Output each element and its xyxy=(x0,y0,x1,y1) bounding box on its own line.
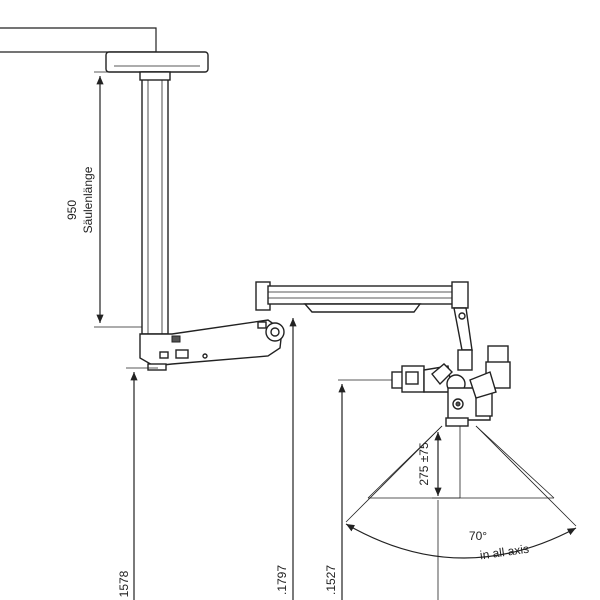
height-dimension-3: .1527 xyxy=(324,379,392,600)
column-length-dimension: 950 Säulenlänge xyxy=(65,71,142,328)
viewing-cone xyxy=(345,425,577,559)
microscope-head xyxy=(391,345,511,427)
angle-note: in all axis xyxy=(479,542,530,563)
upper-arm xyxy=(255,281,473,371)
column-length-value: 950 xyxy=(65,200,79,220)
height-dimension-1: 1578 xyxy=(117,367,158,600)
height-1-value: 1578 xyxy=(117,570,131,597)
working-distance-value: 275 ±75 xyxy=(417,442,431,486)
height-dimension-2: .1797 xyxy=(275,318,297,600)
angle-value: 70° xyxy=(469,529,487,543)
column-length-label: Säulenlänge xyxy=(81,166,95,233)
height-3-value: .1527 xyxy=(324,565,338,595)
spring-arm xyxy=(139,319,285,371)
height-2-value: .1797 xyxy=(275,565,289,595)
column xyxy=(139,71,171,335)
working-distance-dimension: 275 ±75 xyxy=(417,432,460,499)
ceiling-mount xyxy=(0,27,209,73)
